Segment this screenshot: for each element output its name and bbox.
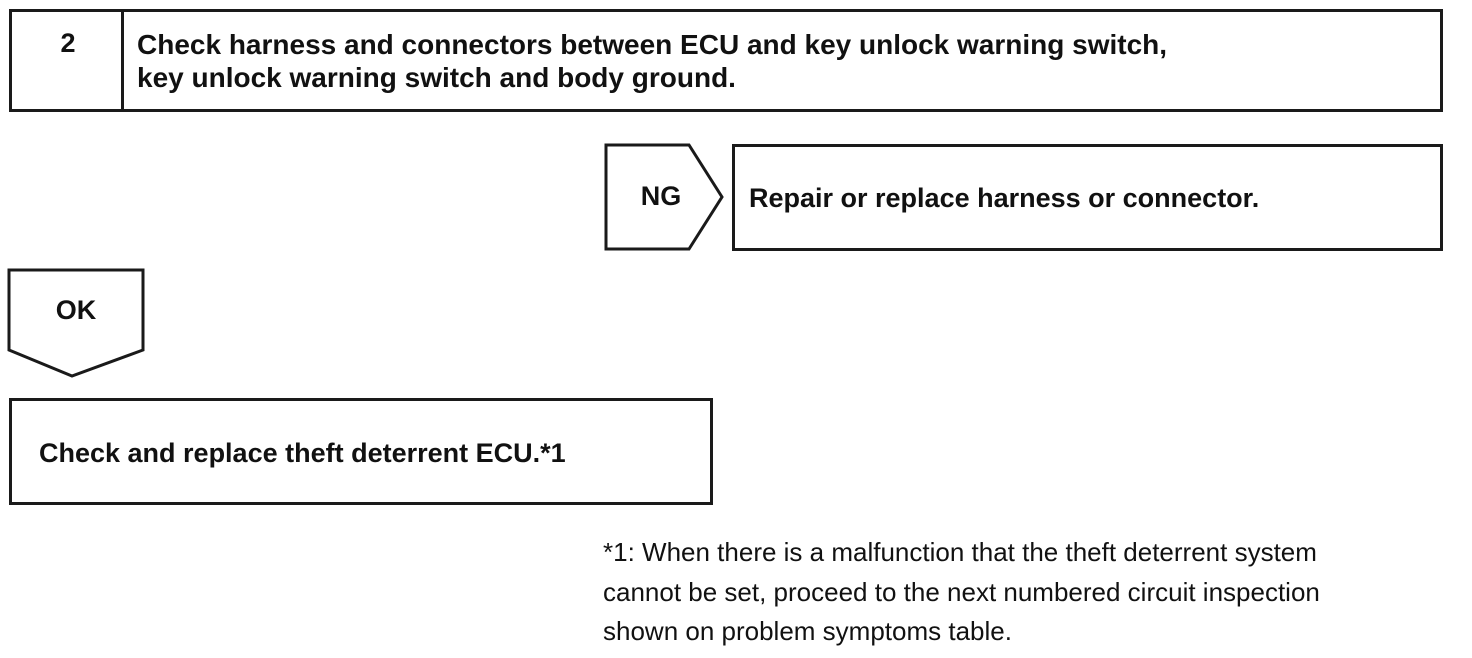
footnote-line-3: shown on problem symptoms table. [603,616,1012,646]
footnote: *1: When there is a malfunction that the… [603,533,1463,652]
step-number: 2 [60,28,76,58]
step-title: Check harness and connectors between ECU… [137,28,1427,94]
step-number-cell: 2 [12,12,124,109]
step-header-box: 2 Check harness and connectors between E… [9,9,1443,112]
ok-arrow-shape [7,268,145,378]
step-title-line-2: key unlock warning switch and body groun… [137,62,736,93]
ok-label: OK [55,295,97,325]
ok-result-text: Check and replace theft deterrent ECU.*1 [39,438,566,468]
step-title-line-1: Check harness and connectors between ECU… [137,29,1168,60]
ng-label: NG [640,181,682,211]
footnote-line-2: cannot be set, proceed to the next numbe… [603,576,1320,607]
ok-result-box: Check and replace theft deterrent ECU.*1 [9,398,713,505]
ng-result-text: Repair or replace harness or connector. [749,183,1260,213]
footnote-line-1: *1: When there is a malfunction that the… [603,537,1317,567]
ng-result-box: Repair or replace harness or connector. [732,144,1443,251]
